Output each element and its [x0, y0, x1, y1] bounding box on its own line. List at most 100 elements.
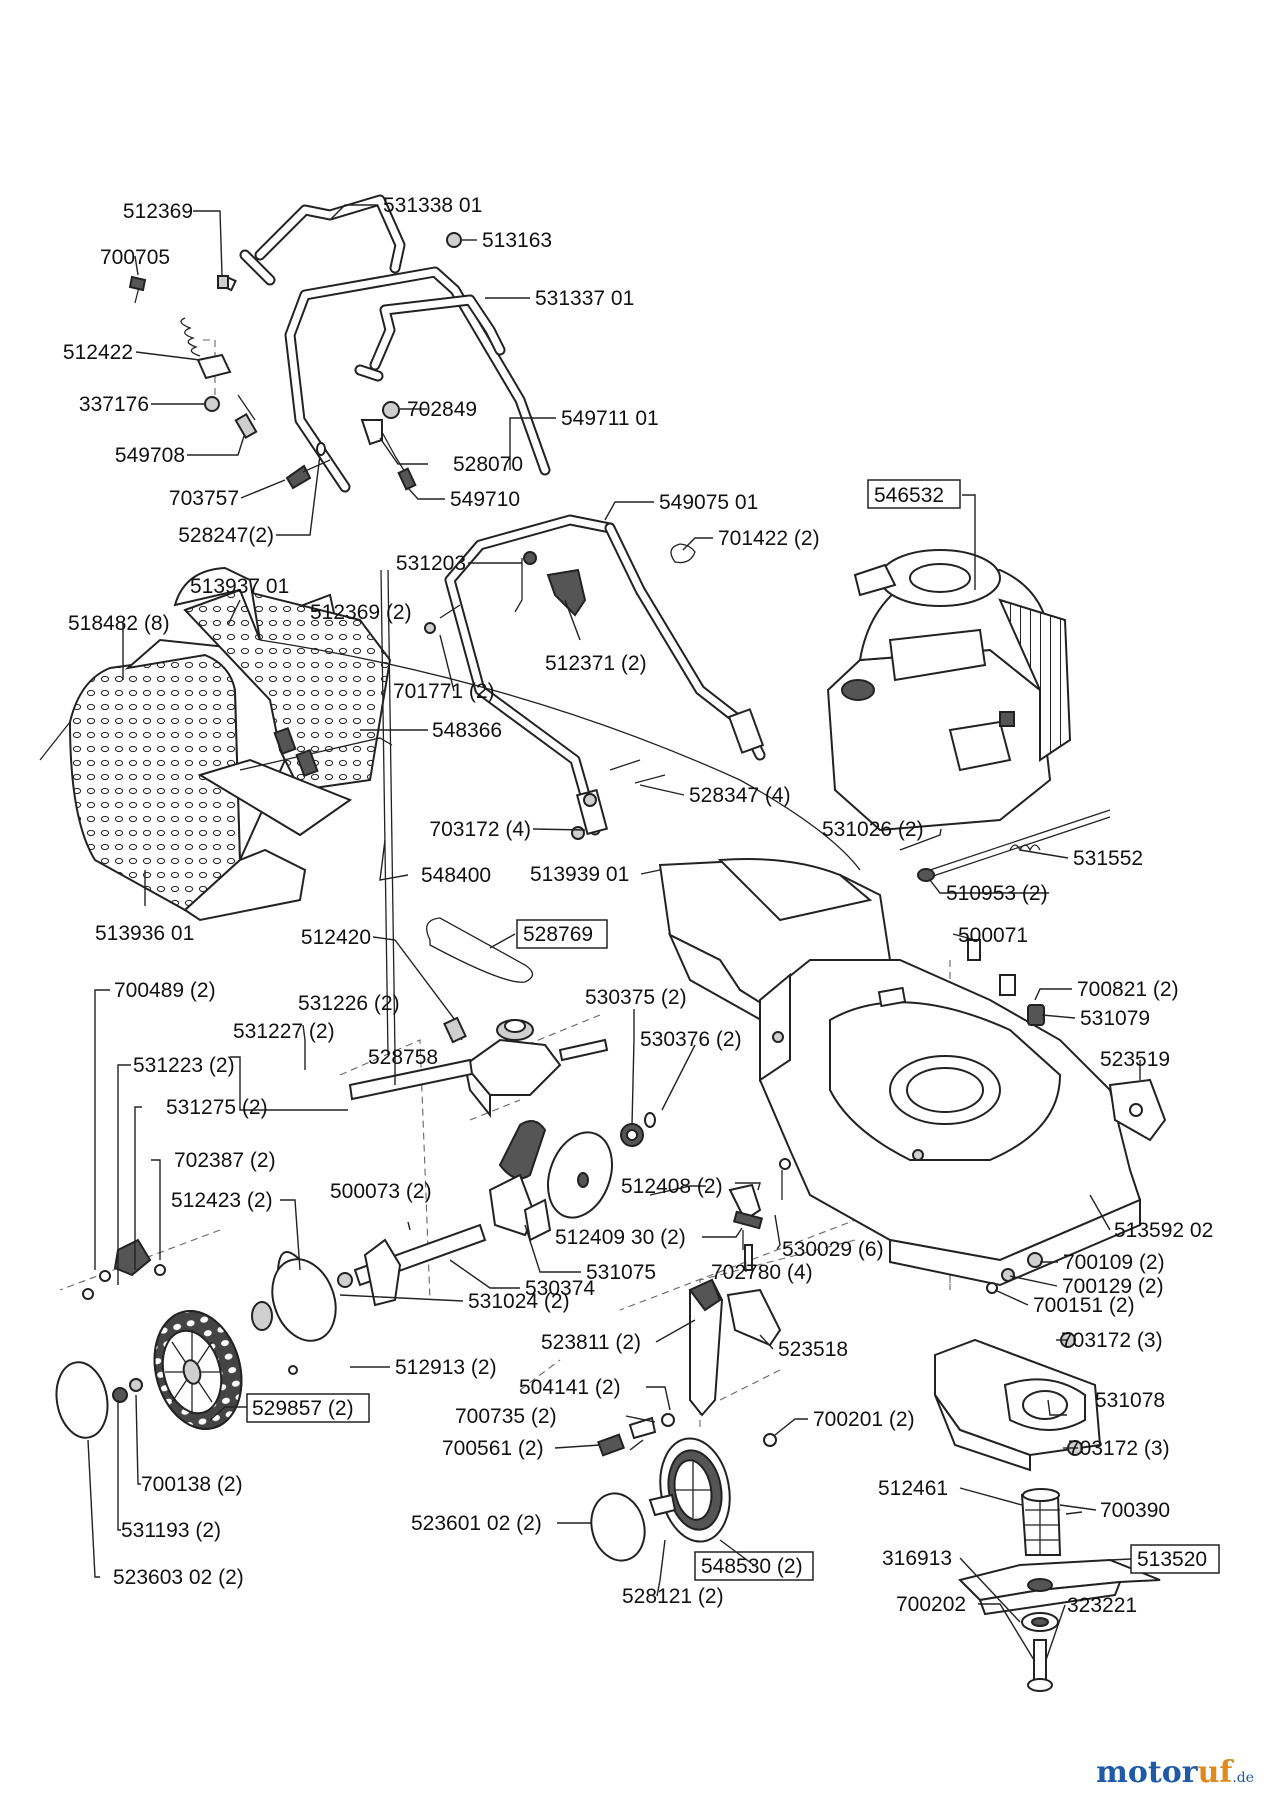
part-label: 703172 (4): [429, 818, 531, 841]
part-label: 700129 (2): [1062, 1275, 1164, 1298]
part-label: 700201 (2): [813, 1408, 915, 1431]
leader-lines: [87, 204, 1141, 1661]
part-label: 530029 (6): [782, 1238, 884, 1261]
part-label: 701771 (2): [393, 680, 495, 703]
part-label: 531079: [1080, 1007, 1150, 1030]
part-label: 510953 (2): [946, 882, 1048, 905]
gearbox-drawing: [348, 1016, 609, 1307]
part-label: 523811 (2): [541, 1331, 641, 1354]
part-label: 549075 01: [659, 491, 758, 514]
part-label: 531552: [1073, 847, 1143, 870]
part-label: 500073 (2): [330, 1180, 432, 1203]
part-label: 513592 02: [1114, 1219, 1213, 1242]
part-label: 530374: [525, 1277, 595, 1300]
lower-handle-drawing: [444, 514, 766, 836]
part-label: 512408 (2): [621, 1175, 723, 1198]
part-label: 512423 (2): [171, 1189, 273, 1212]
part-label: 531337 01: [535, 287, 634, 310]
part-label: 531078: [1095, 1389, 1165, 1412]
part-label: 513936 01: [95, 922, 194, 945]
part-label: 512461: [878, 1477, 948, 1500]
part-label: 518482 (8): [68, 612, 170, 635]
cable-hardware: [360, 232, 696, 840]
part-label: 528769: [523, 923, 593, 946]
part-label: 703172 (3): [1068, 1437, 1170, 1460]
part-label: 513163: [482, 229, 552, 252]
part-label: 504141 (2): [519, 1376, 621, 1399]
watermark-tld: .de: [1232, 1770, 1254, 1786]
part-label: 512913 (2): [395, 1356, 497, 1379]
belt-drawing: [426, 917, 534, 983]
part-label: 700151 (2): [1033, 1294, 1135, 1317]
mower-deck-drawing: [759, 959, 1142, 1287]
part-label: 512369: [123, 200, 193, 223]
part-label: 530375 (2): [585, 986, 687, 1009]
part-label: 531226 (2): [298, 992, 400, 1015]
part-label: 523601 02 (2): [411, 1512, 542, 1535]
blade-assembly-drawing: [934, 1332, 1161, 1692]
wheel-parts-drawing: [55, 1112, 777, 1562]
deck-hardware: [742, 1158, 1043, 1294]
part-label: 702387 (2): [174, 1149, 276, 1172]
part-label: 549710: [450, 488, 520, 511]
handle-lever-drawing: [219, 194, 406, 292]
part-label: 531227 (2): [233, 1020, 335, 1043]
part-label: 702849: [407, 398, 477, 421]
part-label: 513520: [1137, 1548, 1207, 1571]
part-label: 523518: [778, 1338, 848, 1361]
part-label: 528347 (4): [689, 784, 791, 807]
part-label: 546532: [874, 484, 944, 507]
part-label: 700138 (2): [141, 1473, 243, 1496]
part-label: 529857 (2): [252, 1397, 354, 1420]
part-label: 531275 (2): [166, 1096, 268, 1119]
part-label: 531075: [586, 1261, 656, 1284]
part-label: 512409 30 (2): [555, 1226, 686, 1249]
small-hardware-top-left: [128, 275, 331, 490]
part-label: 512420: [301, 926, 371, 949]
part-label: 512369 (2): [310, 601, 412, 624]
part-label: 531223 (2): [133, 1054, 235, 1077]
part-label: 548530 (2): [701, 1555, 803, 1578]
watermark-brand-accent: uf: [1197, 1755, 1233, 1790]
part-label: 531024 (2): [468, 1290, 570, 1313]
label-frames: [246, 479, 1220, 1581]
part-label: 703172 (3): [1061, 1329, 1163, 1352]
part-label: 549711 01: [561, 407, 659, 430]
upper-handle-drawing: [284, 266, 551, 493]
part-label: 528070: [453, 453, 523, 476]
part-label: 549708: [115, 444, 185, 467]
part-label: 531193 (2): [121, 1519, 221, 1542]
part-labels: 512369 531338 01 513163 700705 531337 01…: [63, 194, 1213, 1617]
drawings: [39, 194, 1167, 1692]
height-adjuster-drawing: [688, 1183, 782, 1417]
part-label: 531203: [396, 552, 466, 575]
part-label: 700735 (2): [455, 1405, 557, 1428]
part-label: 513937 01: [190, 575, 289, 598]
part-label: 528247(2): [178, 524, 274, 547]
grass-catcher-drawing: [39, 566, 393, 922]
watermark-brand: motor: [1096, 1755, 1198, 1790]
part-label: 512371 (2): [545, 652, 647, 675]
part-label: 700821 (2): [1077, 978, 1179, 1001]
part-label: 512422: [63, 341, 133, 364]
part-label: 700202: [896, 1593, 966, 1616]
part-label: 700705: [100, 246, 170, 269]
engine-hardware: [917, 809, 1111, 1026]
part-label: 523519: [1100, 1048, 1170, 1071]
part-label: 513939 01: [530, 863, 629, 886]
part-label: 528121 (2): [622, 1585, 724, 1608]
part-label: 700109 (2): [1063, 1251, 1165, 1274]
part-label: 703757: [169, 487, 239, 510]
part-label: 523603 02 (2): [113, 1566, 244, 1589]
motoruf-watermark: motoruf.de: [1096, 1755, 1254, 1790]
part-label: 531026 (2): [822, 818, 924, 841]
part-label: 702780 (4): [711, 1261, 813, 1284]
part-label: 337176: [79, 393, 149, 416]
part-label: 548366: [432, 719, 502, 742]
part-label: 530376 (2): [640, 1028, 742, 1051]
control-cable: [259, 569, 861, 1056]
part-label: 548400: [421, 864, 491, 887]
part-label: 531338 01: [383, 194, 482, 217]
